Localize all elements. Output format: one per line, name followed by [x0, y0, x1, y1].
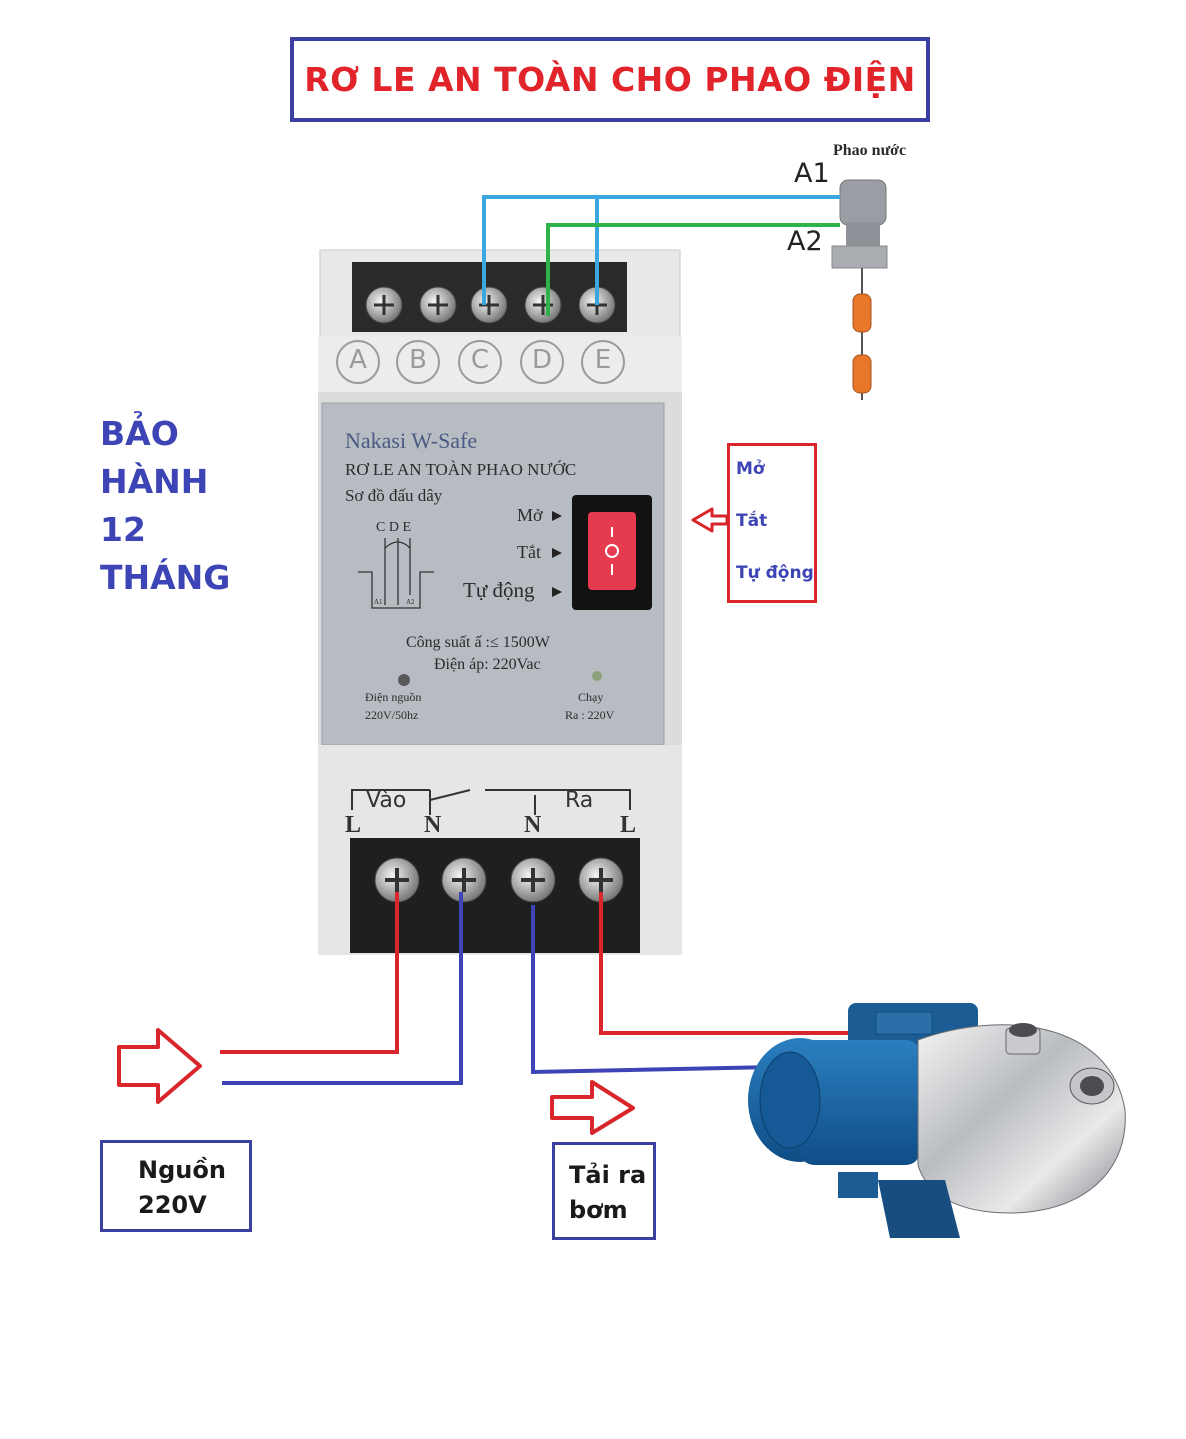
- terminal-letter: C: [470, 345, 490, 375]
- terminal-letter: E: [594, 345, 612, 375]
- callout-arrow-icon: [691, 507, 729, 533]
- switch-position-off: Tắt: [517, 542, 541, 562]
- wire-input-neutral: [222, 892, 463, 1085]
- pointer-icon: [552, 587, 562, 597]
- power-led: [398, 674, 410, 686]
- terminal-letter: A: [349, 345, 367, 375]
- pointer-icon: [552, 548, 562, 558]
- wire-a1: [482, 195, 840, 305]
- switch-position-auto: Tự động: [463, 578, 535, 602]
- run-led-label: Chạy: [578, 690, 604, 704]
- wire-input-live: [220, 892, 399, 1054]
- voltage-rating: Điện áp: 220Vac: [434, 656, 541, 673]
- output-label: Ra: [565, 788, 594, 813]
- terminal-a1-label: A1: [794, 158, 830, 189]
- wiring-a1-label: A1: [374, 598, 383, 606]
- terminal-letter: D: [531, 345, 553, 375]
- load-label-line: bơm: [569, 1196, 628, 1224]
- terminal-n-out: N: [524, 812, 542, 838]
- diagram-title: RƠ LE AN TOÀN CHO PHAO ĐIỆN: [304, 60, 916, 99]
- rocker-switch: [588, 512, 636, 590]
- float-switch-label: Phao nước: [833, 142, 907, 159]
- switch-position-on: Mở: [517, 505, 543, 525]
- warranty-line: 12: [100, 510, 146, 549]
- source-label-line: Nguồn: [138, 1156, 226, 1184]
- power-led-spec: 220V/50hz: [365, 708, 419, 722]
- input-arrow-icon: [117, 1028, 202, 1104]
- source-label-line: 220V: [138, 1191, 207, 1219]
- wire-output-live: [599, 892, 860, 1035]
- terminal-a2-label: A2: [787, 226, 823, 257]
- terminal-l-out: L: [620, 812, 637, 838]
- power-rating: Công suất ấ :≤ 1500W: [406, 634, 550, 651]
- load-label-box: Tải ra bơm: [552, 1142, 656, 1240]
- power-led-label: Điện nguồn: [365, 690, 422, 704]
- mode-callout-box: Mở Tắt Tự động: [727, 443, 817, 603]
- float-switch: [831, 179, 888, 400]
- input-label: Vào: [366, 788, 407, 813]
- relay-product-name: RƠ LE AN TOÀN PHAO NƯỚC: [345, 460, 577, 479]
- warranty-line: THÁNG: [100, 558, 231, 597]
- terminal-l-in: L: [345, 812, 362, 838]
- bottom-terminal-screws: [374, 857, 624, 903]
- title-box: RƠ LE AN TOÀN CHO PHAO ĐIỆN: [290, 37, 930, 122]
- warranty-line: HÀNH: [100, 462, 209, 501]
- mode-off: Tắt: [736, 511, 768, 531]
- run-led-spec: Ra : 220V: [565, 708, 615, 722]
- tank-wiring-icon: [358, 538, 434, 609]
- warranty-text: BẢO HÀNH 12 THÁNG: [100, 410, 230, 602]
- terminal-letter: B: [409, 345, 427, 375]
- wire-a2: [546, 223, 840, 316]
- pointer-icon: [552, 511, 562, 521]
- wiring-heading: Sơ đồ đấu dây: [345, 486, 443, 505]
- wiring-letters: C D E: [376, 520, 411, 535]
- mode-on: Mở: [736, 459, 765, 479]
- output-arrow-icon: [550, 1080, 635, 1135]
- run-led: [592, 671, 602, 681]
- relay-brand: Nakasi W-Safe: [345, 428, 478, 453]
- mode-auto: Tự động: [736, 563, 814, 583]
- warranty-line: BẢO: [100, 414, 179, 453]
- load-label-line: Tải ra: [569, 1161, 647, 1189]
- water-pump: [748, 1003, 1126, 1238]
- terminal-n-in: N: [424, 812, 442, 838]
- source-label-box: Nguồn 220V: [100, 1140, 252, 1232]
- wiring-a2-label: A2: [406, 598, 415, 606]
